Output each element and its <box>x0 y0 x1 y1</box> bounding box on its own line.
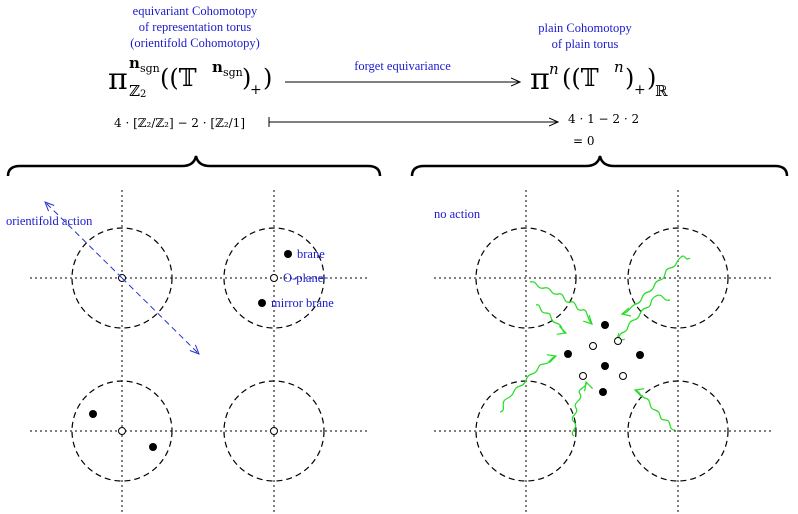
left-formula-sub: ℤ <box>129 82 140 100</box>
orientifold-action-arrow <box>45 202 199 354</box>
left-circles <box>71 227 325 482</box>
left-title-line2: of representation torus <box>138 20 252 34</box>
left-formula-body-sup: n <box>212 58 223 76</box>
brane-dot <box>564 350 572 358</box>
wave-path <box>635 390 676 431</box>
right-formula-pi: π <box>530 62 550 97</box>
right-formula-super: n <box>549 60 559 78</box>
left-grid <box>30 190 370 512</box>
o-plane-marker <box>270 274 278 282</box>
right-count-line2: = 0 <box>573 134 595 148</box>
left-formula-super: n <box>129 54 140 72</box>
right-formula-close: ) <box>625 64 635 92</box>
left-formula-body: ((𝕋 <box>160 64 197 92</box>
arrow-label: forget equivariance <box>354 59 451 73</box>
maps-to-arrow <box>268 117 558 127</box>
right-o-planes <box>579 337 627 380</box>
o-plane-marker <box>579 372 587 380</box>
right-formula-body: ((𝕋 <box>562 64 599 92</box>
right-circles <box>475 227 729 482</box>
orientifold-action-label: orientifold action <box>6 214 93 228</box>
right-formula-plus: + <box>634 82 646 98</box>
mirror-brane-label: mirror brane <box>271 296 334 310</box>
right-title-line1: plain Cohomotopy <box>538 21 632 35</box>
right-branes <box>564 321 644 396</box>
no-action-label: no action <box>434 207 481 221</box>
left-title-line3: (orientifold Cohomotopy) <box>130 36 260 50</box>
wave-path <box>499 356 556 413</box>
right-count-line1: 4 · 1 − 2 · 2 <box>568 112 640 126</box>
wave-path <box>622 255 691 314</box>
left-formula-close2: ) <box>263 64 273 92</box>
left-formula-sub-sub: 2 <box>140 89 147 100</box>
right-title-line2: of plain torus <box>551 37 619 51</box>
brane-dot <box>601 321 609 329</box>
brane-dot <box>89 410 97 418</box>
left-count: 4 · [ℤ₂/ℤ₂] − 2 · [ℤ₂/1] <box>114 116 245 130</box>
right-formula-sub: ℝ <box>655 82 668 100</box>
green-waves <box>499 255 691 437</box>
mirror-brane-dot <box>149 443 157 451</box>
wave-path <box>535 304 566 333</box>
o-plane-label: O-plane <box>283 271 324 285</box>
brane-label: brane <box>297 247 325 261</box>
left-branes <box>89 250 292 451</box>
left-title: equivariant Cohomotopy of representation… <box>105 3 285 51</box>
brane-dot <box>284 250 292 258</box>
right-title: plain Cohomotopy of plain torus <box>510 20 660 52</box>
brane-dot <box>636 351 644 359</box>
left-formula-pi: π <box>108 62 128 97</box>
o-plane-marker <box>270 427 278 435</box>
o-plane-marker <box>619 372 627 380</box>
left-formula-plus: + <box>250 82 262 98</box>
brane-dot <box>599 388 607 396</box>
left-formula-super-sub: sgn <box>140 62 160 75</box>
right-formula-close2: ) <box>647 64 657 92</box>
left-o-planes <box>118 274 278 435</box>
right-brace <box>410 155 789 177</box>
wave-path <box>616 294 671 342</box>
left-title-line1: equivariant Cohomotopy <box>132 4 258 18</box>
brane-dot <box>601 362 609 370</box>
o-plane-marker <box>589 342 597 350</box>
o-plane-marker <box>614 337 622 345</box>
left-formula-close: ) <box>242 64 252 92</box>
wave-path <box>571 382 586 437</box>
wave-path <box>529 281 592 324</box>
left-formula-body-sup-sub: sgn <box>223 66 243 79</box>
right-grid <box>434 190 774 512</box>
mirror-brane-dot <box>258 299 266 307</box>
o-plane-marker <box>118 427 126 435</box>
right-formula-body-sup: n <box>614 58 624 76</box>
left-brace <box>6 155 382 177</box>
